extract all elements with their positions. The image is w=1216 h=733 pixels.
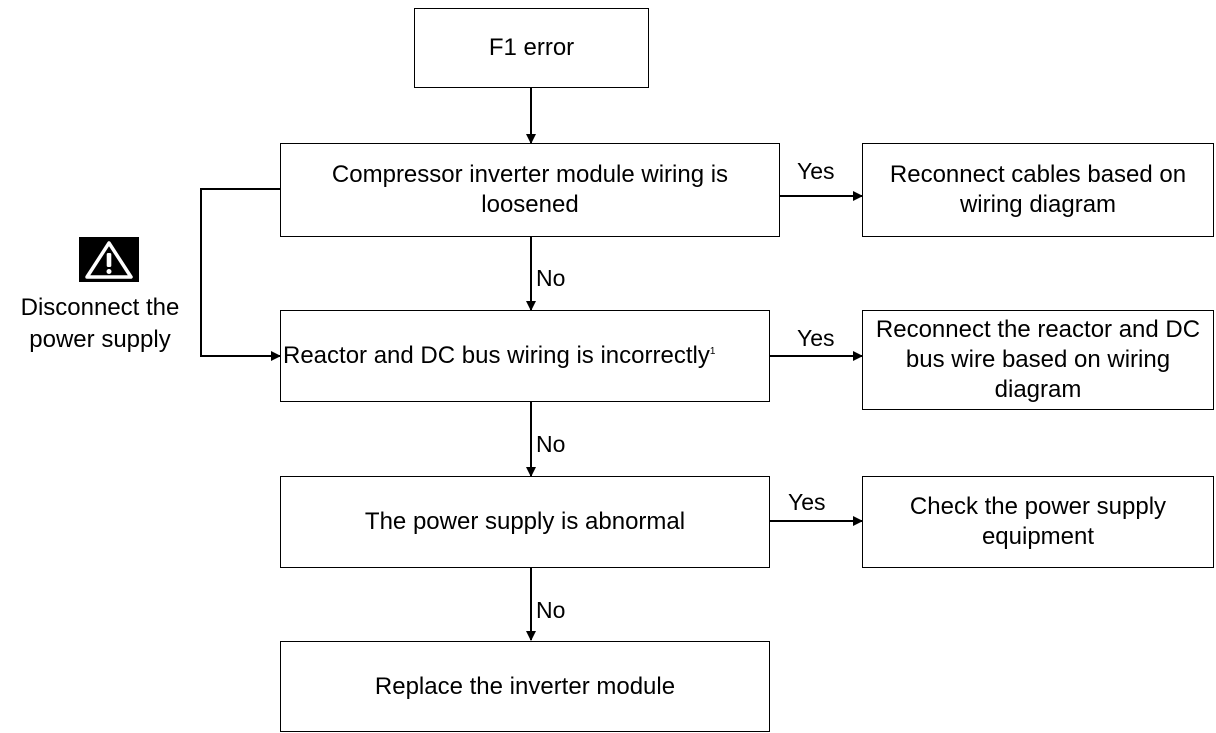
decision-reactor-dc-bus-label: Reactor and DC bus wiring is incorrectly <box>283 342 710 369</box>
decision-power-supply-label: The power supply is abnormal <box>364 508 686 535</box>
edge-label-yes-1: Yes <box>797 158 835 184</box>
edge-label-no-2: No <box>536 431 566 457</box>
start-node: F1 error <box>414 8 649 88</box>
action-reconnect-cables: Reconnect cables based on wiring diagram <box>862 143 1214 237</box>
decision-wiring-loosened-label: Compressor inverter module wiring is loo… <box>331 161 729 218</box>
end-node-label: Replace the inverter module <box>374 672 676 700</box>
action-reconnect-reactor-label: Reconnect the reactor and DC bus wire ba… <box>875 316 1201 403</box>
warning-text: Disconnect the power supply <box>20 294 180 353</box>
action-reconnect-reactor: Reconnect the reactor and DC bus wire ba… <box>862 310 1214 410</box>
end-node: Replace the inverter module <box>280 641 770 732</box>
footnote-marker: 1 <box>709 346 716 357</box>
loop-q1-to-q2 <box>200 188 281 361</box>
action-check-power-supply-label: Check the power supply equipment <box>909 493 1167 550</box>
warning-icon <box>79 237 139 282</box>
decision-power-supply: The power supply is abnormal <box>280 476 770 568</box>
decision-wiring-loosened: Compressor inverter module wiring is loo… <box>280 143 780 237</box>
edge-label-yes-3: Yes <box>788 489 826 515</box>
edge-label-yes-2: Yes <box>797 325 835 351</box>
decision-reactor-dc-bus: Reactor and DC bus wiring is incorrectly… <box>280 310 770 402</box>
edge-label-no-3: No <box>536 597 566 623</box>
start-node-label: F1 error <box>488 34 575 61</box>
action-reconnect-cables-label: Reconnect cables based on wiring diagram <box>889 161 1187 218</box>
action-check-power-supply: Check the power supply equipment <box>862 476 1214 568</box>
decision-reactor-dc-bus-text: Reactor and DC bus wiring is incorrectly… <box>283 341 715 371</box>
edge-label-no-1: No <box>536 265 566 291</box>
